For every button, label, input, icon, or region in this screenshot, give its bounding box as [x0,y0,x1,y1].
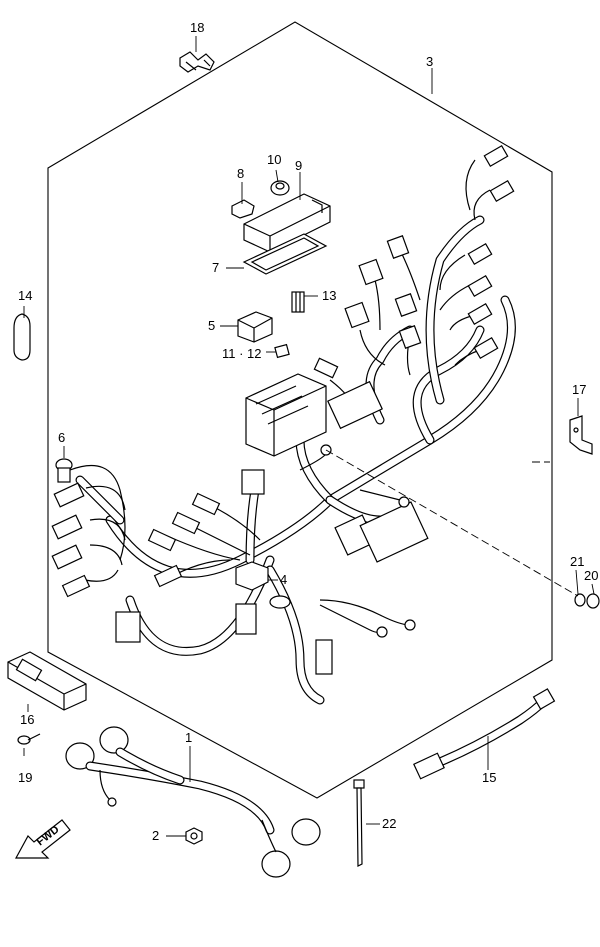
callout-6: 6 [58,430,65,445]
callout-1: 1 [185,730,192,745]
leader-lines [23,36,595,837]
callout-20: 20 [584,568,598,583]
part-15-extension-cable[interactable] [413,688,556,780]
part-20-nut[interactable] [586,593,600,609]
part-2-nut[interactable] [185,827,203,845]
callout-8: 8 [237,166,244,181]
part-7-gasket[interactable] [242,233,328,275]
callout-7: 7 [212,260,219,275]
callout-labels: 3 18 8 10 9 7 13 5 11 · 12 14 6 4 17 21 … [18,20,598,843]
part-9-fuse-box[interactable] [243,193,331,253]
harness-connectors[interactable] [51,144,515,675]
part-13-terminal[interactable] [291,291,305,313]
part-16-bracket[interactable] [7,651,87,711]
harness-fuse-block[interactable] [245,373,327,457]
callout-22: 22 [382,816,396,831]
ring-terminals [320,444,416,638]
part-22-cable-tie[interactable] [353,779,365,867]
callout-14: 14 [18,288,32,303]
callout-19: 19 [18,770,32,785]
assembly-outline [47,21,553,799]
callout-16: 16 [20,712,34,727]
part-17-bracket[interactable] [569,415,593,455]
part-5-relay[interactable] [237,311,273,343]
part-8-bracket[interactable] [231,199,255,219]
callout-9: 9 [295,158,302,173]
callout-13: 13 [322,288,336,303]
callout-17: 17 [572,382,586,397]
part-1-battery-cable[interactable] [65,726,321,878]
part-4-relay[interactable] [235,561,291,609]
part-14-grommet[interactable] [13,313,31,361]
fwd-arrow-icon: FWD [14,819,71,859]
part-18-clip[interactable] [179,51,215,73]
callout-3: 3 [426,54,433,69]
callout-10: 10 [267,152,281,167]
part-11-12-fuse[interactable] [274,343,290,359]
callout-11-12: 11 · 12 [222,346,262,361]
callout-5: 5 [208,318,215,333]
callout-4: 4 [280,572,287,587]
callout-15: 15 [482,770,496,785]
callout-18: 18 [190,20,204,35]
part-6-sensor[interactable] [55,458,73,483]
callout-2: 2 [152,828,159,843]
part-21-washer[interactable] [574,593,586,607]
callout-21: 21 [570,554,584,569]
part-10-cap[interactable] [270,180,290,196]
part-19-screw[interactable] [17,733,41,745]
